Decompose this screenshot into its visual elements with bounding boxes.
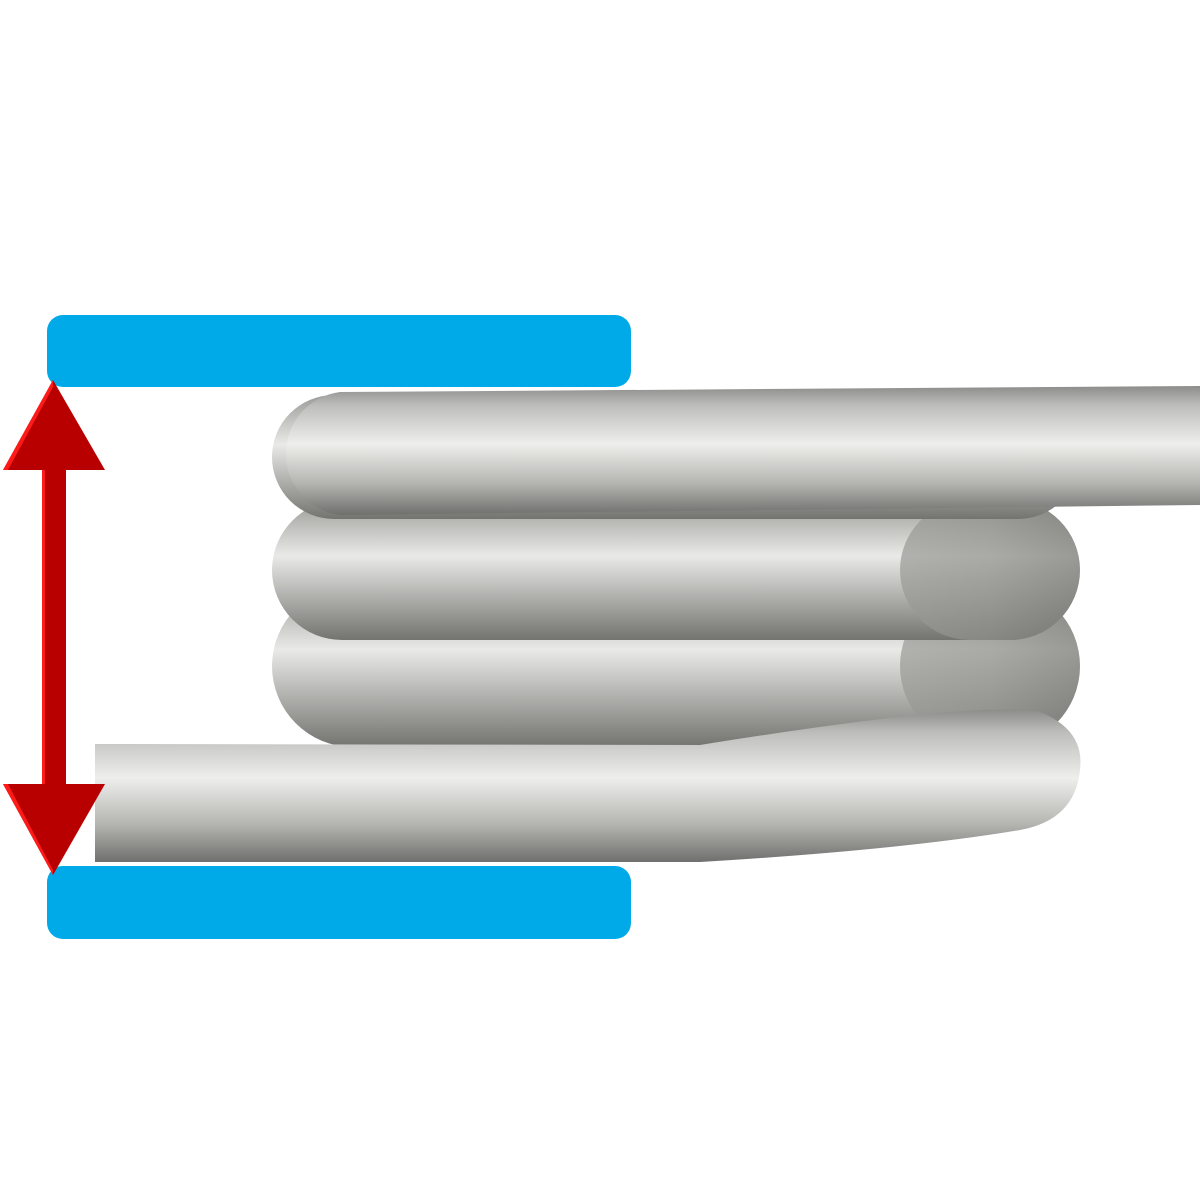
spring-bottom-coil <box>95 709 1081 862</box>
spring-coil-2 <box>272 500 1080 640</box>
spring-top-end-rod <box>285 386 1200 515</box>
bottom-compression-plate <box>47 866 631 939</box>
height-measurement-arrow-icon <box>3 380 105 875</box>
top-compression-plate <box>47 315 631 387</box>
